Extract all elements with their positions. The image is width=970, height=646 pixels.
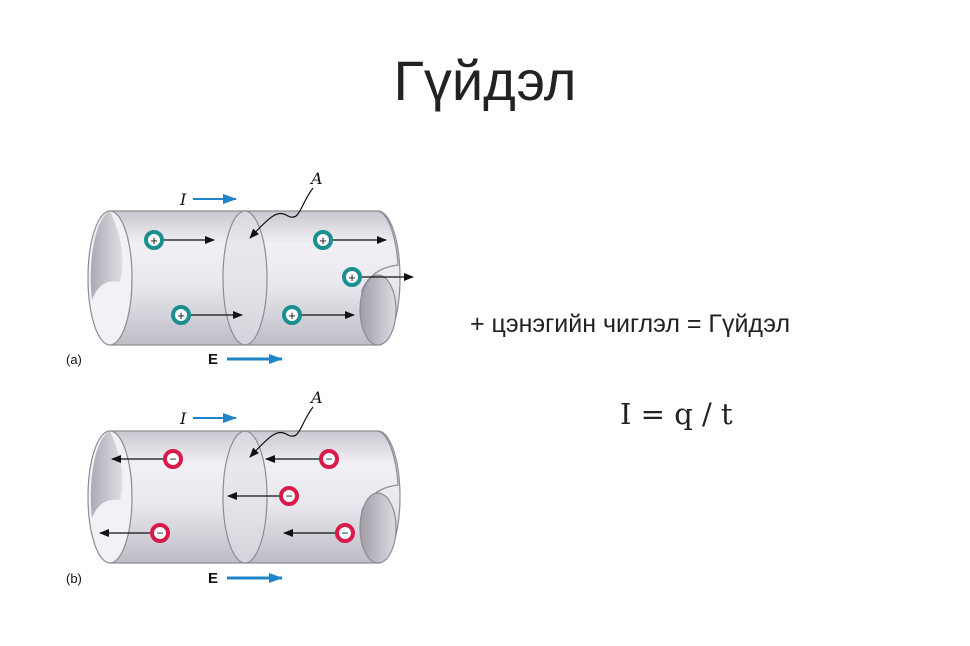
wire-right-opening-a bbox=[359, 274, 397, 346]
panel-b: − − − − − I A E (b) bbox=[66, 388, 401, 587]
area-symbol: A bbox=[309, 169, 323, 188]
positive-charge: + bbox=[144, 230, 215, 250]
svg-text:−: − bbox=[325, 452, 332, 466]
svg-text:+: + bbox=[288, 308, 296, 323]
area-pointer bbox=[249, 187, 314, 239]
panel-a: + + + + + I A E (a) bbox=[66, 169, 414, 368]
field-symbol: E bbox=[208, 351, 218, 368]
svg-text:+: + bbox=[150, 233, 158, 248]
svg-text:−: − bbox=[169, 452, 176, 466]
slide-title: Гүйдэл bbox=[393, 49, 577, 112]
positive-charge: + bbox=[342, 267, 414, 287]
current-symbol: I bbox=[179, 190, 187, 209]
current-direction-statement: + цэнэгийн чиглэл = Гүйдэл bbox=[470, 310, 791, 338]
panel-a-label: (a) bbox=[66, 352, 82, 367]
positive-charge: + bbox=[282, 305, 355, 325]
negative-charge: − bbox=[227, 486, 299, 506]
area-symbol: A bbox=[309, 388, 323, 407]
svg-text:−: − bbox=[341, 526, 348, 540]
cross-section-a bbox=[222, 210, 268, 346]
positive-charge: + bbox=[313, 230, 387, 250]
negative-charge: − bbox=[283, 523, 355, 543]
current-formula: I = q / t bbox=[620, 397, 733, 431]
svg-text:+: + bbox=[348, 270, 356, 285]
wire-right-opening-b bbox=[359, 492, 397, 564]
svg-text:+: + bbox=[177, 308, 185, 323]
svg-text:−: − bbox=[156, 526, 163, 540]
negative-charge: − bbox=[265, 449, 339, 469]
current-symbol: I bbox=[179, 409, 187, 428]
svg-text:−: − bbox=[285, 489, 292, 503]
svg-text:+: + bbox=[319, 233, 327, 248]
field-symbol: E bbox=[208, 570, 218, 587]
negative-charge: − bbox=[111, 449, 183, 469]
area-pointer bbox=[249, 406, 314, 458]
panel-b-label: (b) bbox=[66, 571, 82, 586]
positive-charge: + bbox=[171, 305, 243, 325]
cross-section-b bbox=[222, 430, 268, 564]
negative-charge: − bbox=[99, 523, 170, 543]
